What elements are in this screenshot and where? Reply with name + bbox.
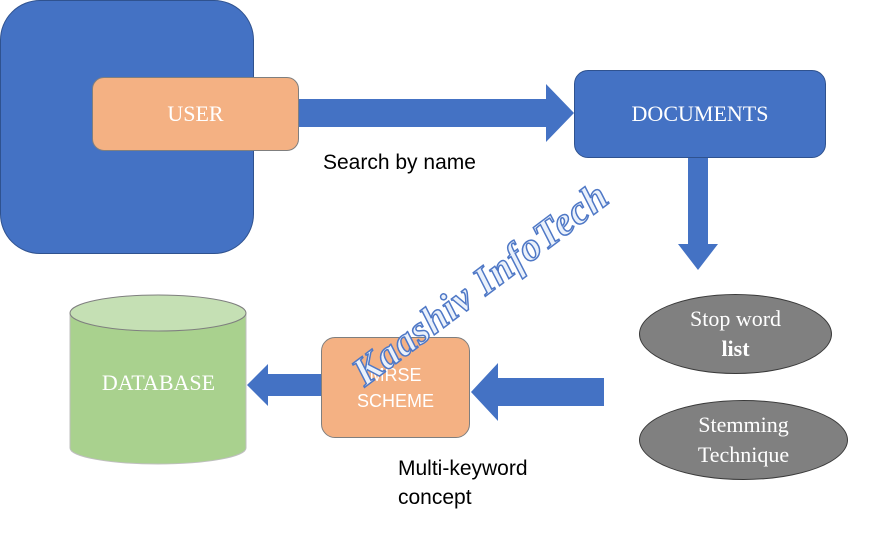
stopword-label-line1: Stop word <box>689 306 782 331</box>
stemming-ellipse: Stemming Technique <box>639 400 848 480</box>
arrow-documents-to-processing <box>678 158 718 270</box>
multi-keyword-line1: Multi-keyword <box>398 457 528 480</box>
documents-label: DOCUMENTS <box>631 101 769 126</box>
database-label: DATABASE <box>101 370 216 395</box>
arrow-user-to-documents <box>299 84 574 142</box>
search-by-name-label: Search by name <box>323 151 476 174</box>
stemming-label-line1: Stemming <box>698 412 789 437</box>
multi-keyword-label: Multi-keyword concept <box>398 454 528 512</box>
user-node: USER <box>92 77 299 151</box>
mrse-node: MRSE SCHEME <box>321 337 470 438</box>
documents-node: DOCUMENTS <box>574 70 826 158</box>
arrow-mrse-to-database <box>247 364 321 406</box>
arrow-processing-to-mrse <box>471 363 604 421</box>
user-label: USER <box>167 101 224 126</box>
database-cylinder <box>69 294 247 465</box>
stemming-label-line2: Technique <box>697 442 790 467</box>
mrse-label-line2: SCHEME <box>356 390 434 411</box>
multi-keyword-line2: concept <box>398 486 472 509</box>
mrse-label-line1: MRSE <box>369 364 422 385</box>
stopword-label-line2: list <box>721 336 750 361</box>
stopword-ellipse: Stop word list <box>639 294 832 374</box>
